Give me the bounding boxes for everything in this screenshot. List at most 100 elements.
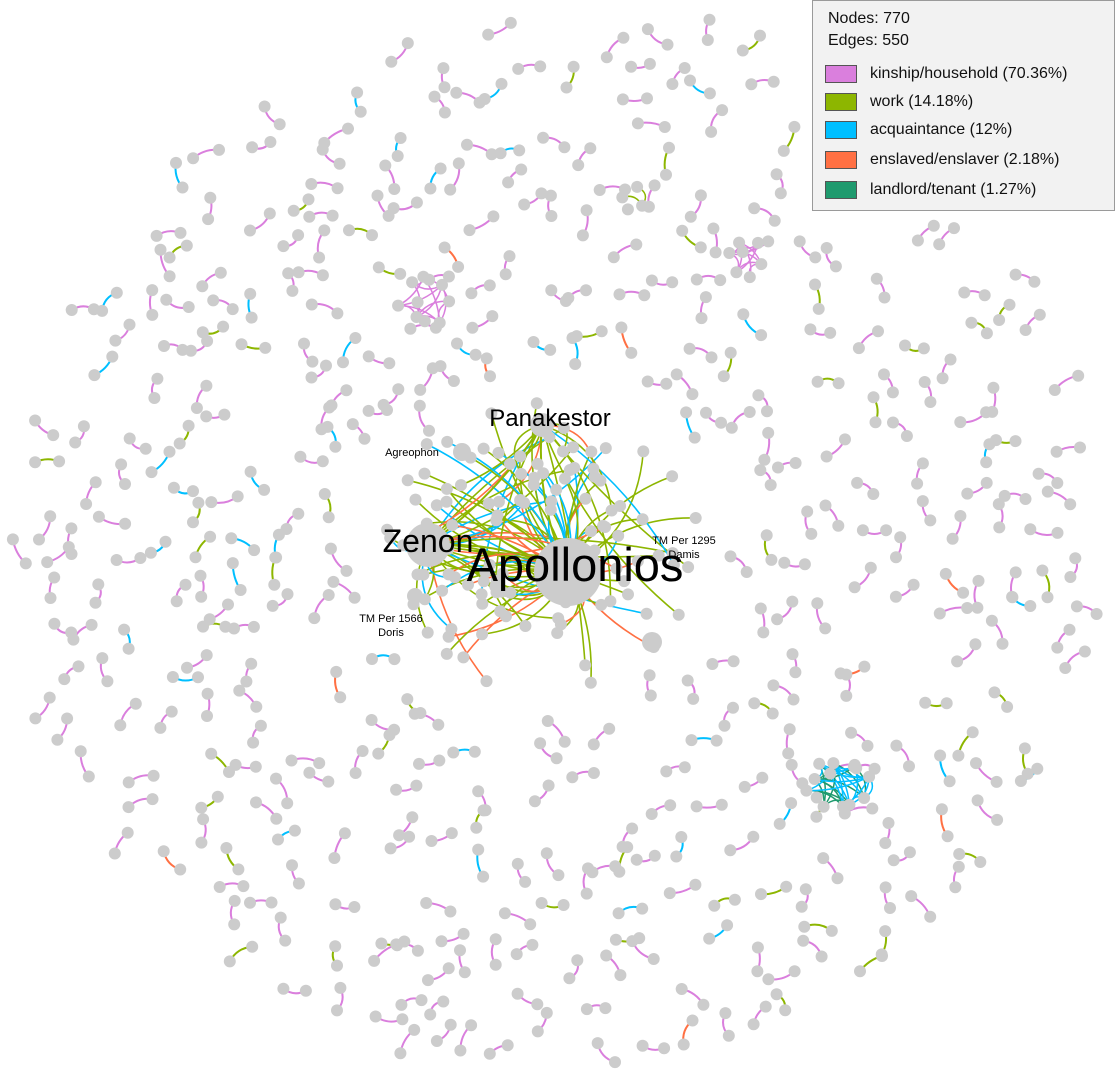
node	[1063, 623, 1076, 636]
node	[436, 278, 448, 291]
node	[385, 55, 398, 68]
node	[246, 940, 259, 953]
node	[512, 62, 525, 75]
node	[235, 338, 248, 351]
node	[442, 962, 455, 975]
node	[694, 189, 707, 202]
node	[587, 767, 600, 779]
node	[545, 495, 558, 508]
legend-item-label: landlord/tenant (1.27%)	[870, 181, 1037, 198]
node	[754, 29, 766, 42]
node	[872, 325, 884, 338]
node	[173, 437, 186, 450]
doris-id-label: TM Per 1566	[359, 613, 423, 625]
node	[479, 566, 492, 579]
node	[616, 93, 629, 106]
node	[472, 843, 485, 856]
node	[817, 852, 830, 865]
node	[847, 760, 860, 773]
node	[196, 280, 209, 293]
node	[424, 182, 437, 195]
node	[756, 771, 769, 784]
node	[244, 465, 257, 478]
node	[446, 519, 459, 532]
node	[643, 57, 656, 70]
node	[530, 397, 543, 410]
node	[33, 533, 45, 546]
node	[270, 772, 282, 785]
node	[954, 416, 967, 429]
node	[366, 653, 378, 665]
node	[501, 1039, 514, 1052]
node	[879, 837, 892, 849]
node	[371, 189, 384, 202]
node	[858, 660, 871, 673]
node	[566, 771, 579, 784]
node	[985, 614, 998, 627]
node	[88, 369, 101, 382]
node	[800, 784, 813, 797]
node	[631, 117, 644, 130]
node	[640, 607, 653, 620]
node	[424, 1008, 437, 1021]
node	[663, 887, 676, 900]
node	[121, 826, 134, 839]
node	[986, 405, 999, 418]
node	[281, 797, 294, 810]
node	[244, 896, 256, 909]
node	[1024, 523, 1037, 536]
node	[249, 760, 262, 773]
node	[743, 406, 756, 418]
node	[1036, 564, 1049, 577]
node	[827, 757, 840, 770]
node	[383, 729, 396, 741]
node	[305, 371, 318, 384]
node	[809, 251, 822, 264]
node	[831, 872, 844, 885]
node	[89, 596, 102, 609]
node	[390, 938, 403, 951]
node	[388, 183, 401, 195]
node	[894, 531, 907, 544]
node	[313, 757, 326, 770]
node	[678, 761, 691, 774]
node	[961, 487, 974, 500]
node	[540, 847, 553, 860]
node	[884, 902, 896, 914]
node	[584, 676, 597, 689]
node	[579, 659, 592, 672]
node	[58, 673, 71, 686]
node	[785, 797, 798, 810]
node	[793, 235, 806, 248]
node	[980, 456, 993, 469]
node	[334, 691, 347, 704]
node	[1001, 700, 1014, 713]
node	[489, 958, 502, 971]
node	[298, 337, 310, 350]
node	[384, 842, 397, 855]
node	[487, 210, 500, 223]
node	[392, 299, 405, 312]
node	[511, 857, 524, 870]
node	[531, 457, 544, 470]
node	[638, 289, 651, 302]
node	[453, 443, 471, 461]
node	[263, 207, 276, 220]
node	[1033, 308, 1046, 321]
node	[176, 181, 189, 194]
node	[852, 342, 865, 355]
node	[444, 183, 457, 196]
node	[228, 894, 241, 907]
node	[703, 13, 716, 26]
node	[89, 476, 102, 489]
node	[719, 1007, 732, 1020]
node	[998, 489, 1011, 502]
node	[610, 562, 623, 575]
node	[707, 222, 720, 235]
node	[48, 571, 61, 584]
node	[817, 800, 830, 813]
node	[496, 567, 509, 580]
node	[213, 881, 226, 893]
node	[879, 881, 892, 894]
damis-id-label: TM Per 1295	[652, 535, 716, 547]
